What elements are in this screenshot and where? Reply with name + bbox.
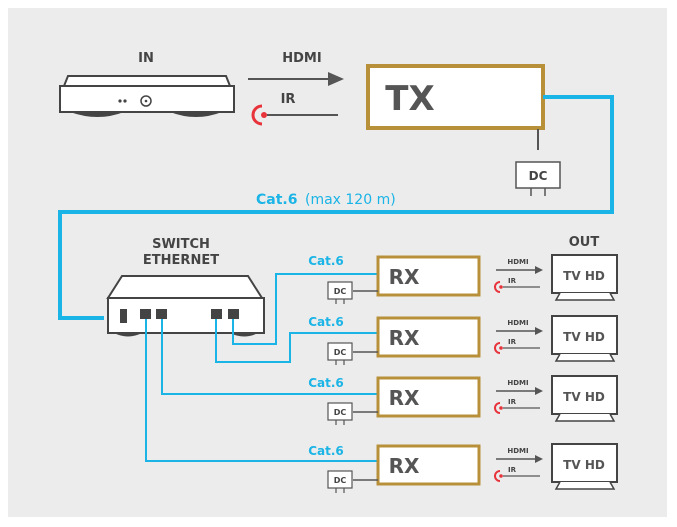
tv-label: TV HD [563,458,605,472]
rx2-cable-label: Cat.6 [308,315,344,329]
rx-box [376,255,481,297]
rx4-cable-label: Cat.6 [308,444,344,458]
rx-ir-label: IR [508,277,517,285]
tv-icon [551,254,618,301]
tx-label: TX [385,79,434,119]
rx-ir-label: IR [508,398,517,406]
rx3-cable [161,319,378,395]
rx-row-3: RX DC HDMI IR TV HD [327,375,618,425]
in-label: IN [138,51,154,66]
rx-label: RX [389,454,420,478]
rx-box [376,444,481,486]
rx-row-2: RX DC HDMI IR TV HD [327,315,618,365]
rx-label: RX [389,265,420,289]
rx1-cable [232,273,378,345]
tv-label: TV HD [563,390,605,404]
hdmi-arrow [248,72,344,86]
ir-emitter-icon [494,402,501,414]
dc-adapter-icon [327,281,353,304]
rx-dc-label: DC [334,287,347,296]
tv-icon [551,315,618,362]
rx2-cable [215,319,378,363]
rx-ir-label: IR [508,338,517,346]
switch-label-line2: ETHERNET [143,253,219,268]
dc-adapter-icon [327,342,353,365]
rx-hdmi-label: HDMI [507,319,528,327]
rx-dc-label: DC [334,408,347,417]
main-cat6-cable [58,95,614,320]
main-cable-label: Cat.6 (max 120 m) [256,192,396,208]
rx4-cable [145,319,378,462]
rx-hdmi-label: HDMI [507,379,528,387]
tx-dc-label: DC [529,169,548,183]
source-device-icon [59,75,235,117]
rx1-cable-label: Cat.6 [308,254,344,268]
rx-box [376,316,481,358]
rx-ir-label: IR [508,466,517,474]
rx-label: RX [389,386,420,410]
rx-dc-label: DC [334,348,347,357]
tv-label: TV HD [563,269,605,283]
tv-icon [551,443,618,490]
ethernet-switch-icon [106,275,265,337]
rx-row-4: RX DC HDMI IR TV HD [327,443,618,493]
hdmi-label: HDMI [282,51,321,66]
ir-emitter-icon [494,342,501,354]
rx-dc-label: DC [334,476,347,485]
ir-emitter-icon [494,281,501,293]
rx-label: RX [389,326,420,350]
ir-label: IR [281,92,296,107]
out-label: OUT [569,235,600,250]
switch-label-line1: SWITCH [152,237,210,252]
dc-adapter-icon [327,402,353,425]
dc-adapter-icon [327,470,353,493]
rx-hdmi-label: HDMI [507,447,528,455]
dc-adapter-icon [515,161,561,196]
ir-emitter-icon [494,470,501,482]
rx3-cable-label: Cat.6 [308,376,344,390]
rx-row-1: RX DC HDMI IR TV HD [327,254,618,304]
ir-emitter-icon [251,104,267,126]
rx-hdmi-label: HDMI [507,258,528,266]
tv-icon [551,375,618,422]
rx-box [376,376,481,418]
tv-label: TV HD [563,330,605,344]
